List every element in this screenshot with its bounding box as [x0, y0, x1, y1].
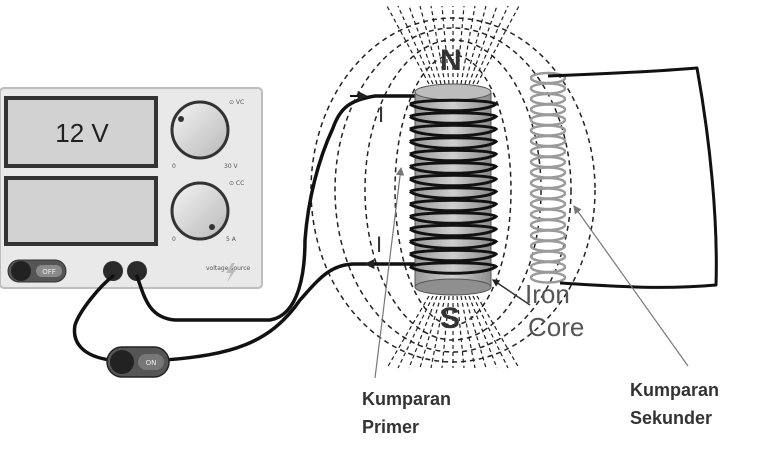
field-ray — [464, 295, 487, 369]
secondary-coil-turn — [529, 197, 567, 211]
secondary-coil-turn — [529, 103, 567, 116]
circuit-wires — [72, 94, 422, 362]
voltage-knob-max-label: 30 V — [224, 163, 239, 170]
secondary-coil-turn — [529, 82, 567, 95]
secondary-coil-turn — [529, 208, 567, 221]
current-knob-indicator: ⊙ CC — [229, 180, 244, 187]
north-pole-label: N — [440, 44, 462, 77]
voltage-knob[interactable] — [170, 100, 230, 160]
primary-coil — [409, 98, 499, 275]
primary-coil-turn — [409, 123, 499, 138]
field-ray — [441, 295, 450, 369]
field-ray — [408, 295, 438, 369]
primary-coil-turn — [409, 186, 499, 200]
voltage-knob-indicator: ⊙ VC — [229, 99, 244, 106]
secondary-coil-turn — [529, 218, 567, 232]
primary-coil-turn — [409, 98, 499, 113]
core-label-line1: Iron — [525, 279, 570, 309]
primary-coil-turn — [409, 148, 499, 163]
primary-coil-turn — [409, 223, 499, 238]
field-ray — [386, 5, 430, 85]
voltage-display-value: 12 V — [55, 118, 109, 148]
field-ray — [408, 5, 438, 85]
secondary-circuit-wire — [547, 66, 718, 289]
current-label-top: I — [378, 102, 384, 127]
primary-coil-turn — [409, 211, 499, 225]
lightning-icon — [226, 263, 236, 282]
secondary-coil-turn — [529, 166, 567, 179]
primary-coil-turn — [409, 111, 499, 125]
core-label-line2: Core — [528, 312, 584, 342]
secondary-coil-turn — [529, 124, 567, 137]
secondary-pointer — [573, 205, 689, 367]
secondary-coil-turn — [529, 271, 567, 284]
field-ray — [464, 5, 487, 85]
primary-coil-turn — [409, 261, 499, 275]
current-knob-max-label: 5 A — [226, 236, 237, 243]
terminal-positive[interactable] — [127, 261, 147, 281]
field-ray — [397, 295, 434, 369]
secondary-coil-turn — [529, 134, 567, 148]
secondary-caption-line2: Sekunder — [630, 408, 712, 428]
current-label-bottom: I — [376, 232, 382, 257]
field-ray — [430, 5, 446, 85]
inline-switch-label: ON — [146, 359, 157, 367]
power-supply: 12 V ⊙ VC 0 30 V ⊙ CC 0 5 A OFF voltage … — [0, 87, 263, 289]
field-ray — [441, 5, 450, 85]
primary-coil-turn — [409, 248, 499, 263]
field-ray — [468, 5, 498, 85]
primary-coil-turn — [409, 236, 499, 250]
field-ray — [476, 5, 520, 85]
secondary-coil-turn — [529, 145, 567, 158]
south-pole-label: S — [440, 302, 460, 335]
power-switch-label: OFF — [42, 268, 56, 276]
current-display — [4, 176, 158, 246]
field-ray — [419, 5, 442, 85]
brand-text: voltage source — [206, 265, 251, 272]
terminal-negative[interactable] — [103, 261, 123, 281]
core-label-arrow — [491, 279, 531, 306]
primary-caption-line1: Kumparan — [362, 389, 451, 409]
primary-pointer — [374, 166, 405, 379]
secondary-caption-line1: Kumparan — [630, 380, 719, 400]
secondary-coil-turn — [529, 187, 567, 200]
field-ray — [460, 295, 476, 369]
secondary-coil-turn — [529, 260, 567, 274]
field-ray — [430, 295, 446, 369]
current-knob[interactable] — [170, 181, 230, 241]
primary-coil-turn — [409, 161, 499, 175]
field-ray — [460, 5, 476, 85]
secondary-coil-turn — [529, 176, 567, 190]
secondary-coil-turn — [529, 239, 567, 253]
primary-coil-turn — [409, 136, 499, 150]
inline-switch[interactable]: ON — [106, 346, 170, 378]
field-ray — [456, 5, 465, 85]
voltage-knob-min-label: 0 — [172, 163, 176, 170]
current-knob-min-label: 0 — [172, 236, 176, 243]
field-ray — [468, 295, 498, 369]
primary-coil-turn — [409, 198, 499, 213]
field-ray — [456, 295, 465, 369]
secondary-coil-turn — [529, 155, 567, 169]
field-ray — [472, 5, 509, 85]
field-ray — [397, 5, 434, 85]
secondary-coil — [529, 71, 567, 284]
magnetic-field-rays — [386, 5, 520, 369]
voltage-display — [4, 96, 158, 168]
field-ray — [472, 295, 509, 369]
power-switch[interactable]: OFF — [7, 259, 67, 283]
field-ray — [419, 295, 442, 369]
primary-caption-line2: Primer — [362, 417, 419, 437]
primary-coil-turn — [409, 173, 499, 188]
